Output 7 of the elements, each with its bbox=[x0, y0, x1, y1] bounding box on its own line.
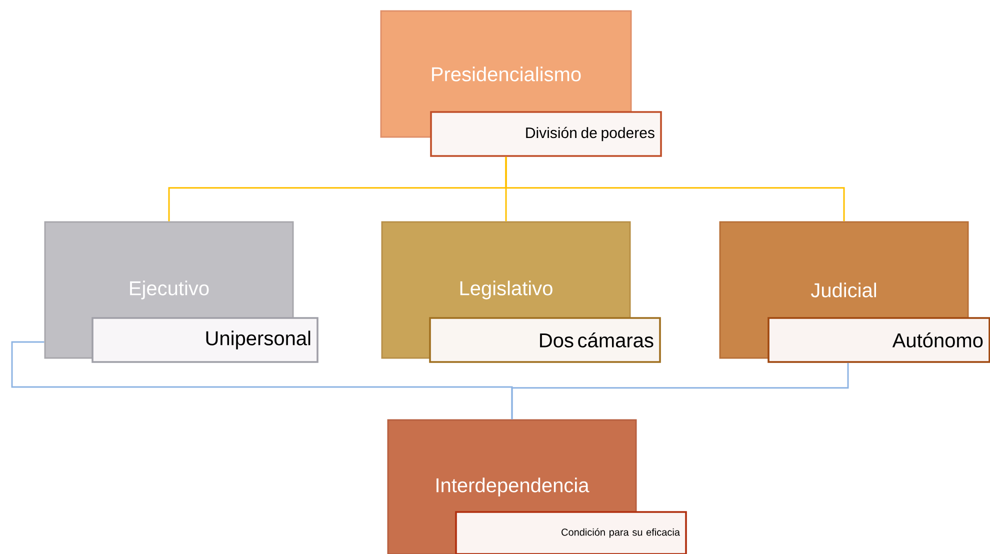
label-box: Condición para su eficacia bbox=[455, 511, 687, 554]
label-box: Dos cámaras bbox=[429, 317, 661, 363]
label-box: Unipersonal bbox=[92, 317, 318, 363]
connector-line bbox=[505, 156, 845, 222]
label-box: División de poderes bbox=[430, 111, 662, 157]
connector-line bbox=[511, 362, 849, 420]
label-box: Autónomo bbox=[768, 317, 990, 363]
